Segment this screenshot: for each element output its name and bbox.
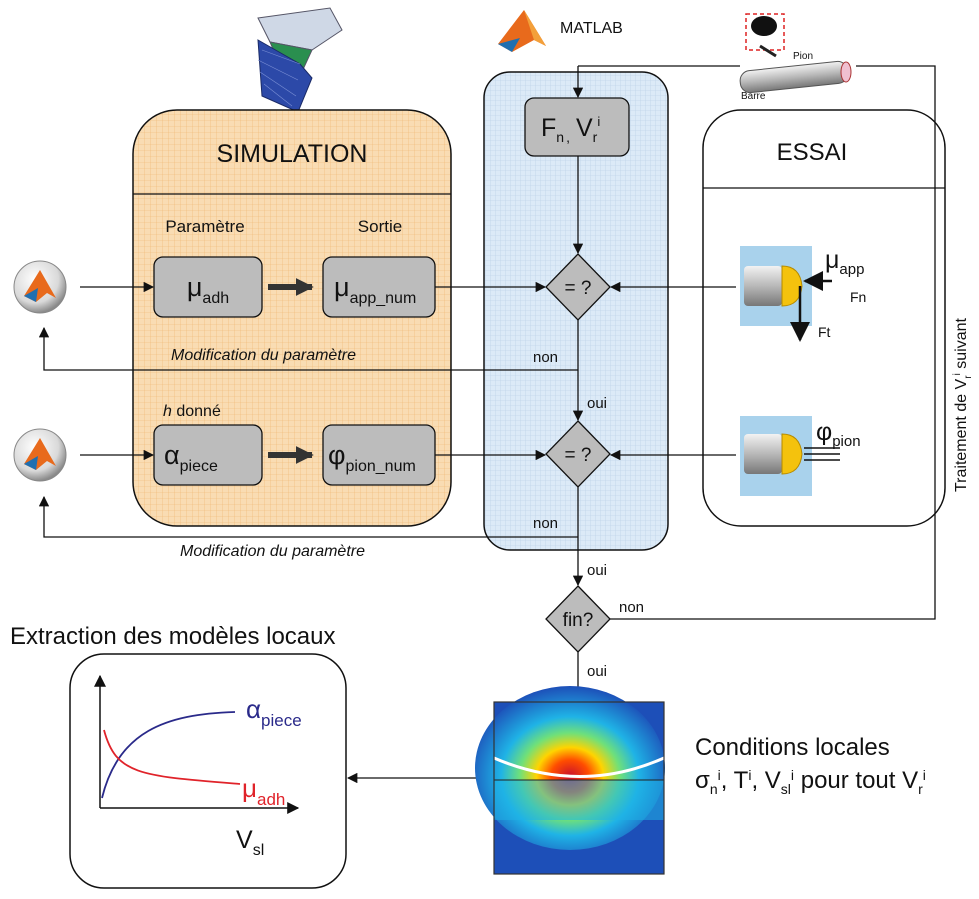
alpha-piece-curve [101,711,236,799]
decision-1-oui-label: oui [587,395,607,412]
h-given-label: h donné [163,403,221,420]
decision-2-label: = ? [565,445,592,466]
simulation-panel [132,109,452,527]
modification-label-2: Modification du paramètre [180,543,365,560]
essai-title: ESSAI [777,139,848,166]
next-velocity-label: Traitement de Vri suivant [952,317,974,492]
param-mu-adh-label: μadh [187,272,229,307]
local-models-chart-box [69,653,347,889]
fem-mesh-image [257,7,343,113]
extraction-title: Extraction des modèles locaux [10,623,336,650]
decision-1-non-label: non [533,349,558,366]
decision-1-label: = ? [565,278,592,299]
local-conditions-title: Conditions locales [695,734,890,761]
parameter-column-label: Paramètre [165,217,244,236]
local-conditions-line: σni, Ti, Vsli pour tout Vri [695,767,926,797]
pin-bar-image: Pion Barre [739,13,852,102]
mu-adh-curve [103,729,241,785]
param-mu-adh-box [153,256,263,318]
fn-label: Fn [850,289,866,305]
simulation-title: SIMULATION [217,140,368,168]
ft-label: Ft [818,324,831,340]
loop-next-velocity [610,65,936,620]
fn-vr-input-label: Fn,Vri [541,114,600,145]
decision-2-non-label: non [533,515,558,532]
modification-label-1: Modification du paramètre [171,347,356,364]
loop-back-2 [38,495,578,538]
pion-label: Pion [793,51,813,62]
alpha-piece-curve-label: αpiece [246,694,302,730]
barre-label: Barre [741,91,766,102]
mu-adh-curve-label: μadh [242,773,285,809]
mini-chart: αpiece μadh Vsl [94,674,302,859]
mini-chart-x-label: Vsl [236,826,264,859]
param-alpha-piece-label: αpiece [164,440,218,475]
end-non-label: non [619,599,644,616]
phi-pion-label: φpion [816,418,861,450]
matlab-wordmark: MATLAB [560,20,623,37]
heat-flux-test-image: φpion [740,416,861,496]
output-phi-pion-num-label: φpion_num [328,440,416,475]
matlab-sphere-logo-1 [13,260,67,314]
connectors [38,65,936,784]
loop-back-1 [38,326,578,371]
decision-2-oui-label: oui [587,562,607,579]
end-decision-label: fin? [563,610,594,631]
friction-test-image: μapp Fn Ft [740,246,870,344]
end-oui-label: oui [587,663,607,680]
mu-app-label: μapp [825,246,864,278]
matlab-logo: MATLAB [498,10,623,52]
matlab-sphere-logo-2 [13,428,67,482]
output-column-label: Sortie [358,217,402,236]
output-mu-app-num-label: μapp_num [334,272,416,307]
contact-heatmap-image [475,686,665,875]
